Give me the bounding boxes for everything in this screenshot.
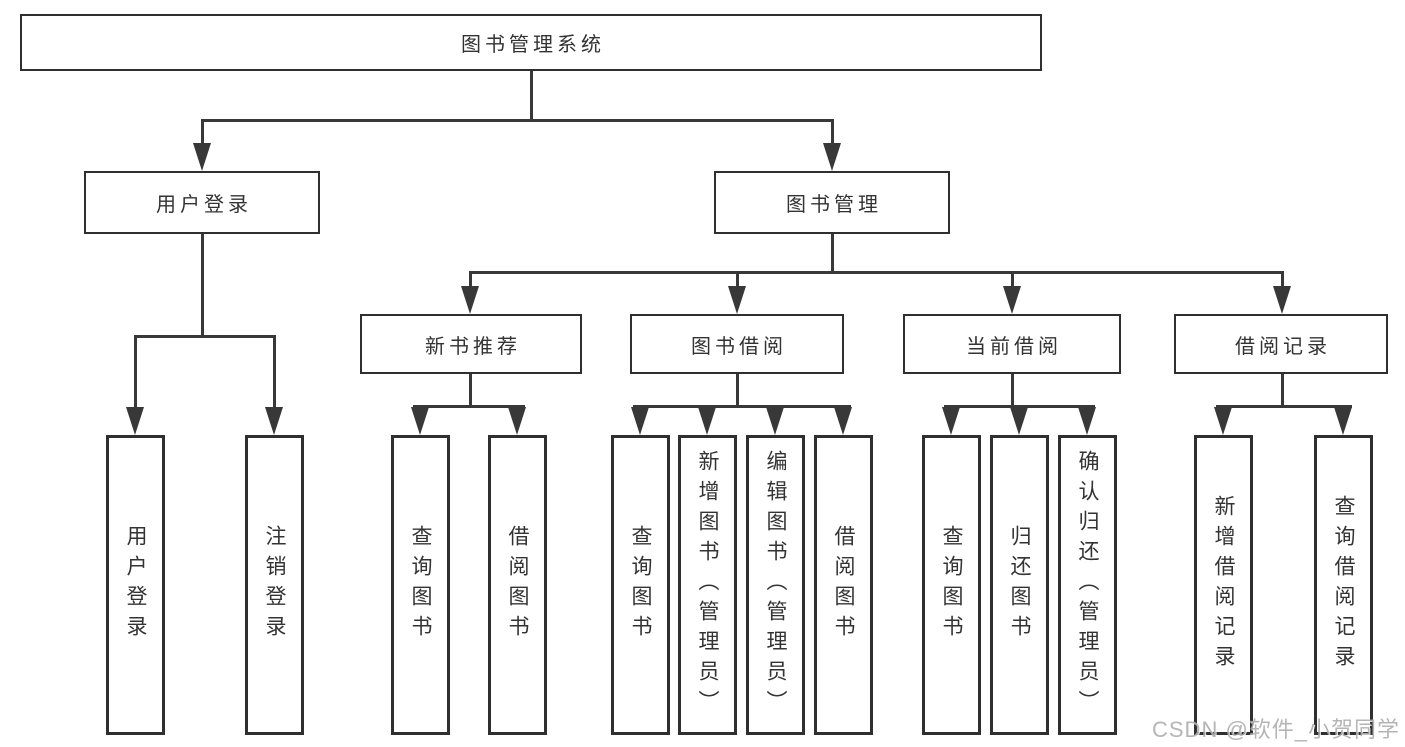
node-current-borrowing: 当前借阅 bbox=[903, 314, 1121, 374]
arrowhead-down bbox=[193, 143, 211, 171]
connector-borrow-records-bracket bbox=[1216, 405, 1352, 408]
node-book-borrowing-label: 图书借阅 bbox=[691, 335, 787, 358]
connector-borrow-records-trunk bbox=[1281, 374, 1284, 407]
node-new-book-recommend: 新书推荐 bbox=[360, 314, 582, 374]
node-borrow-records-label: 借阅记录 bbox=[1235, 335, 1331, 358]
connector-drop bbox=[134, 335, 137, 411]
leaf-label: 查询图书 bbox=[629, 525, 652, 645]
leaf-query-books-borrowing: 查询图书 bbox=[611, 435, 670, 735]
node-book-borrowing: 图书借阅 bbox=[630, 314, 844, 374]
leaf-label: 归还图书 bbox=[1008, 525, 1031, 645]
connector-new-book-bracket bbox=[413, 405, 525, 408]
node-book-management: 图书管理 bbox=[714, 171, 950, 234]
leaf-label: 借阅图书 bbox=[506, 525, 529, 645]
arrowhead-down bbox=[1273, 286, 1291, 314]
arrowhead-down bbox=[126, 407, 144, 435]
leaf-query-borrow-record: 查询借阅记录 bbox=[1314, 435, 1373, 735]
connector-user-login-trunk bbox=[201, 234, 204, 337]
leaf-label: 查询图书 bbox=[940, 525, 963, 645]
arrowhead-down bbox=[1003, 286, 1021, 314]
leaf-label: 新增借阅记录 bbox=[1212, 495, 1235, 675]
leaf-borrow-books: 借阅图书 bbox=[814, 435, 873, 735]
arrowhead-down bbox=[1078, 407, 1096, 435]
connector-book-management-bracket bbox=[469, 271, 1284, 274]
node-root-label: 图书管理系统 bbox=[461, 34, 605, 56]
leaf-user-login: 用户登录 bbox=[106, 435, 165, 735]
connector-current-borrowing-trunk bbox=[1011, 374, 1014, 407]
arrowhead-down bbox=[1010, 407, 1028, 435]
arrowhead-down bbox=[631, 407, 649, 435]
connector-drop bbox=[273, 335, 276, 411]
node-book-management-label: 图书管理 bbox=[786, 194, 882, 216]
arrowhead-down bbox=[1334, 407, 1352, 435]
connector-book-borrowing-bracket bbox=[633, 405, 851, 408]
connector-new-book-trunk bbox=[469, 374, 472, 407]
leaf-label: 用户登录 bbox=[124, 525, 147, 645]
leaf-label: 确认归还（管理员） bbox=[1076, 450, 1099, 720]
arrowhead-down bbox=[1214, 407, 1232, 435]
connector-drop bbox=[1011, 271, 1014, 289]
leaf-add-borrow-record: 新增借阅记录 bbox=[1194, 435, 1253, 735]
leaf-logout: 注销登录 bbox=[245, 435, 304, 735]
connector-book-borrowing-trunk bbox=[736, 374, 739, 407]
arrowhead-down bbox=[834, 407, 852, 435]
leaf-add-books-admin: 新增图书（管理员） bbox=[678, 435, 737, 735]
arrowhead-down bbox=[728, 286, 746, 314]
node-user-login: 用户登录 bbox=[84, 171, 320, 234]
leaf-query-books-recommend: 查询图书 bbox=[391, 435, 450, 735]
connector-root-trunk bbox=[530, 71, 533, 121]
connector-drop bbox=[201, 119, 204, 147]
arrowhead-down bbox=[942, 407, 960, 435]
csdn-watermark: CSDN @软件_小贺同学 bbox=[1152, 717, 1401, 742]
connector-book-management-trunk bbox=[831, 234, 834, 273]
node-user-login-label: 用户登录 bbox=[156, 194, 252, 216]
connector-root-bracket bbox=[201, 119, 833, 122]
leaf-query-books-current: 查询图书 bbox=[922, 435, 981, 735]
node-current-borrowing-label: 当前借阅 bbox=[966, 335, 1062, 358]
arrowhead-down bbox=[411, 407, 429, 435]
leaf-label: 借阅图书 bbox=[832, 525, 855, 645]
leaf-label: 注销登录 bbox=[263, 525, 286, 645]
leaf-label: 查询图书 bbox=[409, 525, 432, 645]
arrowhead-down bbox=[508, 407, 526, 435]
connector-current-borrowing-bracket bbox=[944, 405, 1095, 408]
leaf-label: 新增图书（管理员） bbox=[696, 450, 719, 720]
node-borrow-records: 借阅记录 bbox=[1174, 314, 1388, 374]
connector-drop bbox=[831, 119, 834, 147]
connector-drop bbox=[1281, 271, 1284, 289]
leaf-edit-books-admin: 编辑图书（管理员） bbox=[746, 435, 805, 735]
leaf-confirm-return-admin: 确认归还（管理员） bbox=[1058, 435, 1117, 735]
leaf-return-books: 归还图书 bbox=[990, 435, 1049, 735]
leaf-label: 查询借阅记录 bbox=[1332, 495, 1355, 675]
arrowhead-down bbox=[265, 407, 283, 435]
leaf-label: 编辑图书（管理员） bbox=[764, 450, 787, 720]
arrowhead-down bbox=[698, 407, 716, 435]
arrowhead-down bbox=[461, 286, 479, 314]
connector-user-login-bracket bbox=[134, 335, 276, 338]
node-root: 图书管理系统 bbox=[20, 14, 1042, 71]
arrowhead-down bbox=[823, 143, 841, 171]
connector-drop bbox=[469, 271, 472, 289]
node-new-book-recommend-label: 新书推荐 bbox=[425, 335, 521, 358]
leaf-borrow-books-recommend: 借阅图书 bbox=[488, 435, 547, 735]
connector-drop bbox=[736, 271, 739, 289]
arrowhead-down bbox=[766, 407, 784, 435]
